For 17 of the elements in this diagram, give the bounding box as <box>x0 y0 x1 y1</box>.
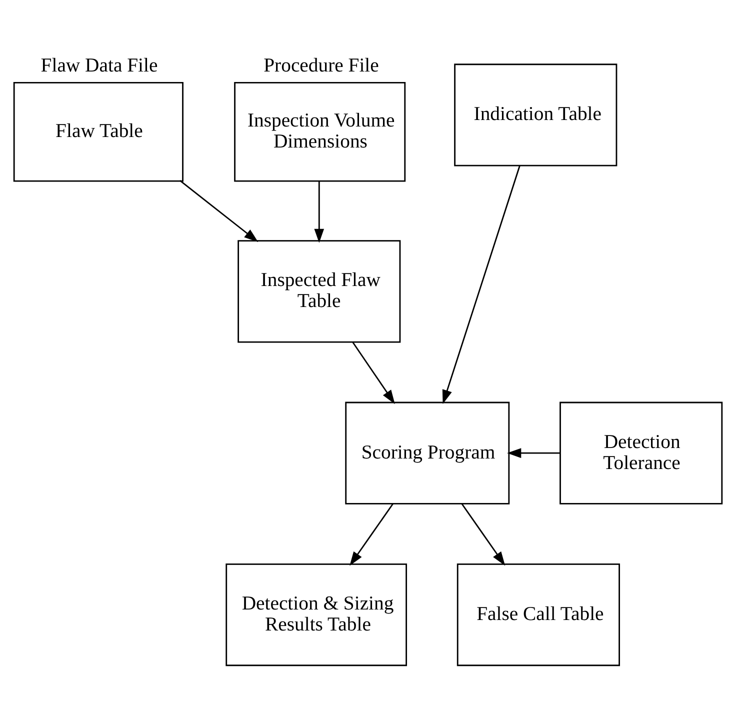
node-label: Procedure File <box>264 54 379 76</box>
arrow <box>314 180 324 242</box>
arrow <box>350 502 394 566</box>
node-label: Flaw Data File <box>40 54 158 76</box>
arrow <box>352 341 395 404</box>
node-box: Detection & Sizing Results Table <box>226 562 408 666</box>
node-box: Inspected Flaw Table <box>238 240 401 342</box>
node-box: Inspection Volume Dimensions <box>234 81 406 182</box>
arrow <box>442 165 520 404</box>
node-box: Scoring Program <box>345 401 510 504</box>
arrow <box>507 448 560 458</box>
node-box: Flaw Table <box>13 81 184 182</box>
node-box: False Call Table <box>456 562 620 666</box>
node-box: Detection Tolerance <box>560 401 723 504</box>
node-box: Indication Table <box>454 63 618 166</box>
arrow <box>461 502 506 566</box>
arrow <box>180 180 258 242</box>
